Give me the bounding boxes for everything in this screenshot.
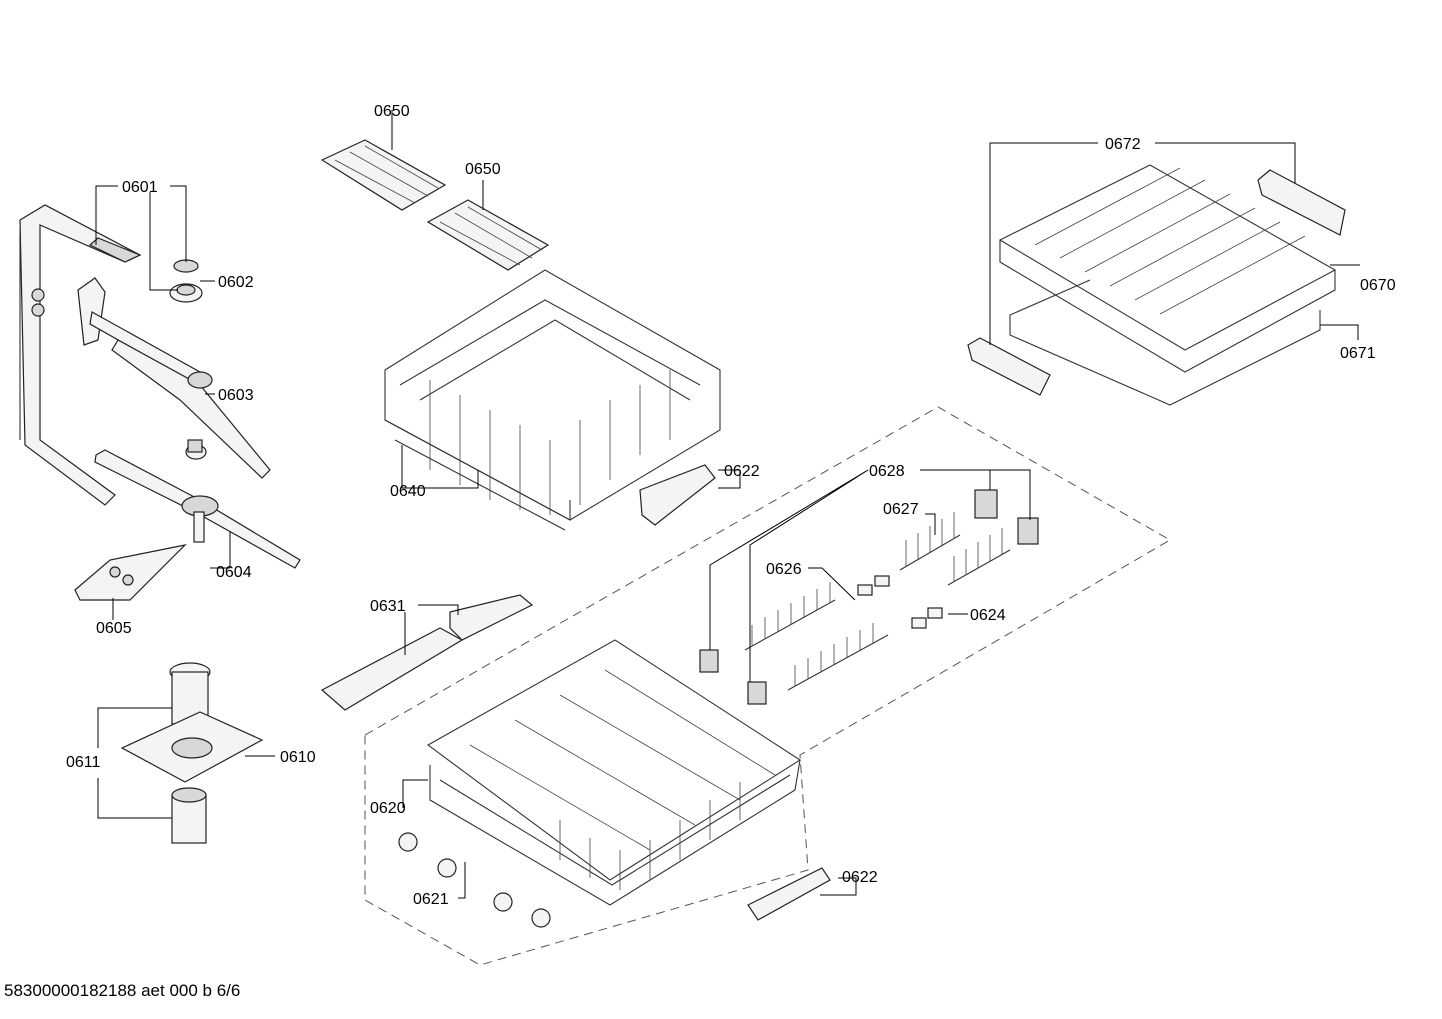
flap-rack-part	[320, 594, 534, 711]
drawer-side-rail-right	[1257, 169, 1346, 236]
spray-hub-part	[169, 259, 203, 303]
upper-spray-arm-part	[77, 277, 271, 479]
filter-cover-part	[74, 544, 187, 601]
label-0624: 0624	[970, 607, 1006, 624]
clip-part-5	[857, 584, 873, 596]
label-0601: 0601	[122, 179, 158, 196]
leader-lines	[95, 110, 1360, 899]
label-0626: 0626	[766, 561, 802, 578]
label-0640: 0640	[390, 483, 426, 500]
clip-part-3	[699, 649, 719, 673]
label-0620: 0620	[370, 800, 406, 817]
cutlery-drawer-part	[998, 164, 1337, 373]
label-0602: 0602	[218, 274, 254, 291]
lower-basket-group-outline	[364, 406, 1172, 966]
clip-part-6	[874, 575, 890, 587]
clip-part-2	[1017, 517, 1039, 545]
label-0622-upper: 0622	[724, 463, 760, 480]
label-0628: 0628	[869, 463, 905, 480]
label-0605: 0605	[96, 620, 132, 637]
label-0631: 0631	[370, 598, 406, 615]
clip-part-7	[911, 617, 927, 629]
basket-wheels-part	[398, 832, 551, 928]
label-0604: 0604	[216, 564, 252, 581]
label-0650-a: 0650	[374, 103, 410, 120]
drawer-side-rail-left	[967, 337, 1051, 396]
upper-handle-part	[639, 464, 716, 526]
label-0603: 0603	[218, 387, 254, 404]
tine-row-part-0626	[744, 582, 889, 691]
clip-part-4	[747, 681, 767, 705]
lower-handle-part	[747, 867, 831, 921]
document-code: 58300000182188 aet 000 b 6/6	[4, 981, 241, 1000]
clip-part-8	[927, 607, 943, 619]
label-0672: 0672	[1105, 136, 1141, 153]
label-0622-lower: 0622	[842, 869, 878, 886]
drawer-frame-part	[1009, 279, 1321, 406]
supply-pipe-part	[19, 204, 142, 506]
label-0627: 0627	[883, 501, 919, 518]
label-0610: 0610	[280, 749, 316, 766]
lower-basket-part	[426, 639, 802, 906]
filter-assembly-part	[120, 662, 264, 844]
label-0621: 0621	[413, 891, 449, 908]
clip-part-1	[974, 489, 998, 519]
label-0670: 0670	[1360, 277, 1396, 294]
tine-row-part-0627	[899, 512, 1011, 586]
label-0671: 0671	[1340, 345, 1376, 362]
cup-shelf-part-a	[320, 139, 447, 211]
label-0611: 0611	[66, 754, 101, 771]
upper-basket-part	[384, 269, 721, 531]
label-0650-b: 0650	[465, 161, 501, 178]
lower-spray-arm-part	[94, 449, 301, 569]
cup-shelf-part-b	[426, 199, 550, 271]
